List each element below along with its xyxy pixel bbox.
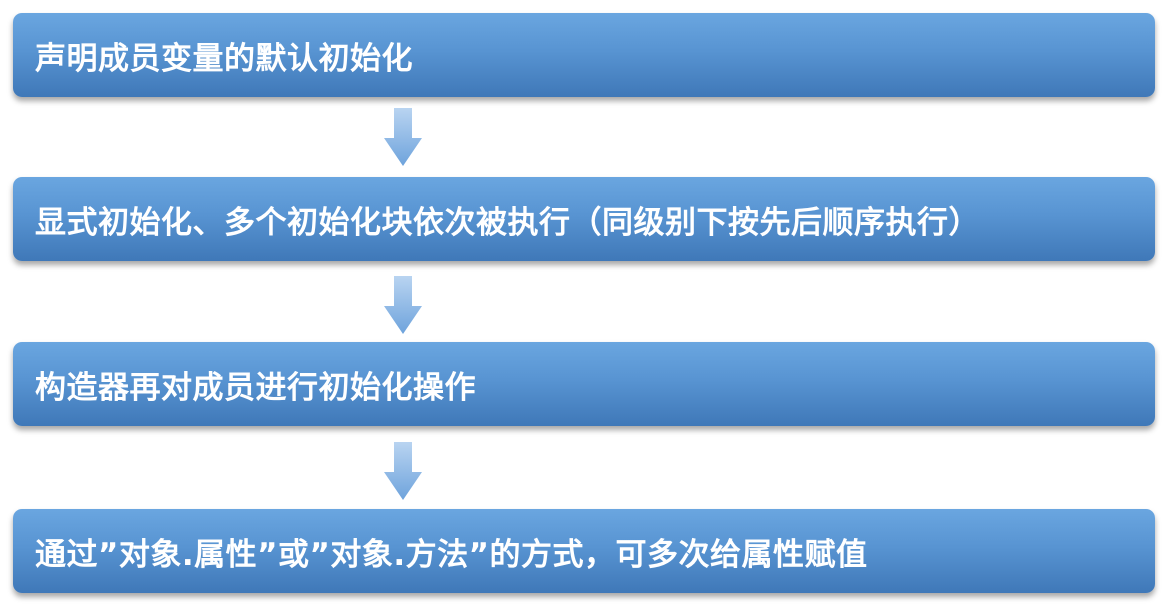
- step-4-label: 通过”对象.属性”或”对象.方法”的方式，可多次给属性赋值: [35, 536, 868, 573]
- down-arrow-icon: [384, 108, 422, 166]
- step-3-label: 构造器再对成员进行初始化操作: [35, 369, 476, 406]
- step-4-box: 通过”对象.属性”或”对象.方法”的方式，可多次给属性赋值: [13, 509, 1155, 593]
- step-3-box: 构造器再对成员进行初始化操作: [13, 342, 1155, 426]
- step-2-label: 显式初始化、多个初始化块依次被执行（同级别下按先后顺序执行）: [35, 204, 980, 241]
- down-arrow-icon: [384, 442, 422, 500]
- down-arrow-icon: [384, 276, 422, 334]
- step-1-label: 声明成员变量的默认初始化: [35, 40, 413, 77]
- step-2-box: 显式初始化、多个初始化块依次被执行（同级别下按先后顺序执行）: [13, 177, 1155, 261]
- step-1-box: 声明成员变量的默认初始化: [13, 13, 1155, 97]
